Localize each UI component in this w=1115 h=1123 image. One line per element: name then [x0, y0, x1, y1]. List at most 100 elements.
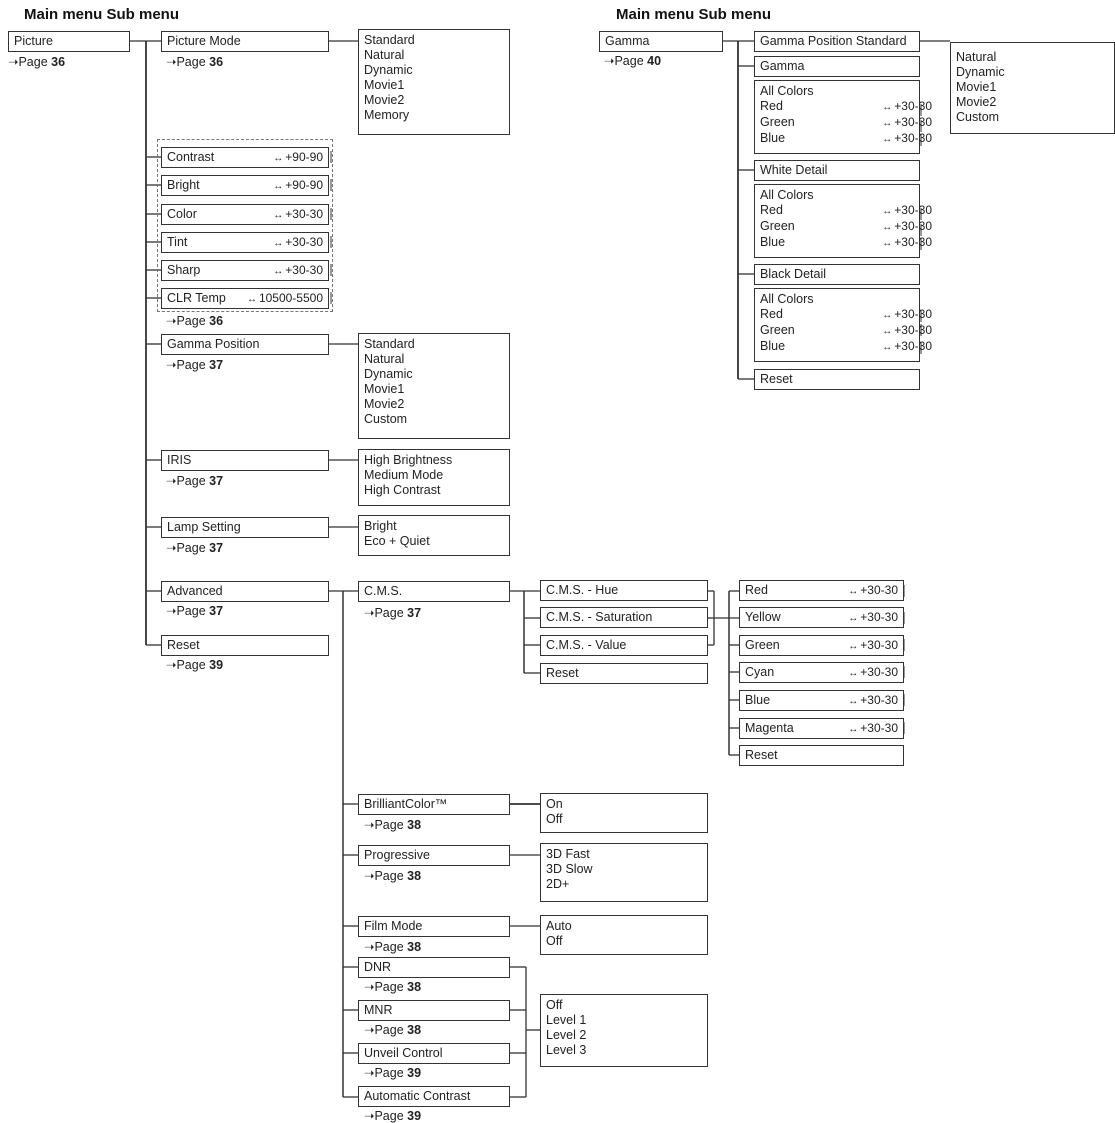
cms-color-item-green[interactable]: Green ↔+30-30	[739, 635, 904, 656]
picture-page-ref: ➝Page 36	[8, 55, 66, 69]
gamma-position-item[interactable]: Gamma Position	[161, 334, 329, 355]
adjustment-item-bright[interactable]: Bright ↔+90-90	[161, 175, 329, 196]
cms-reset-item[interactable]: Reset	[540, 663, 708, 684]
cms-color-item-yellow[interactable]: Yellow↔+30-30	[739, 607, 904, 628]
range-arrow-icon: ↔	[882, 118, 893, 129]
progressive-item[interactable]: Progressive	[358, 845, 510, 866]
param-range: ↔+30-30	[848, 610, 898, 624]
range-arrow-icon: ↔	[273, 266, 284, 277]
cms-saturation-item[interactable]: C.M.S. - Saturation	[540, 607, 708, 628]
adjustment-item-clr-temp[interactable]: CLR Temp↔10500-5500	[161, 288, 329, 309]
gamma-color-row[interactable]: Red↔+30-30	[760, 99, 932, 113]
lamp-setting-options: Bright Eco + Quiet	[358, 515, 510, 556]
dnr-item[interactable]: DNR	[358, 957, 510, 978]
range-arrow-icon: ↔	[848, 613, 859, 624]
cms-colors-reset-item[interactable]: Reset	[739, 745, 904, 766]
picture-reset-item[interactable]: Reset	[161, 635, 329, 656]
param-label: Red	[745, 583, 768, 597]
picture-mode-page-ref: ➝Page 36	[166, 55, 224, 69]
all-colors-label: All Colors	[760, 84, 814, 98]
param-label: CLR Temp	[167, 291, 226, 305]
gamma-position-standard-item[interactable]: Gamma Position Standard	[754, 31, 920, 52]
param-range: ↔+30-30	[848, 638, 898, 652]
picture-menu[interactable]: Picture	[8, 31, 130, 52]
range-arrow-icon: ↔	[848, 586, 859, 597]
gamma-color-row[interactable]: Green↔+30-30	[760, 219, 932, 233]
gamma-position-options: Standard Natural Dynamic Movie1 Movie2 C…	[358, 333, 510, 439]
gamma-section-white-detail[interactable]: White Detail	[754, 160, 920, 181]
adjustment-item-sharp[interactable]: Sharp↔+30-30	[161, 260, 329, 281]
advanced-item[interactable]: Advanced	[161, 581, 329, 602]
range-arrow-icon: ↔	[848, 696, 859, 707]
cms-color-item-blue[interactable]: Blue ↔+30-30	[739, 690, 904, 711]
param-range: ↔+30-30	[848, 665, 898, 679]
param-label: Blue	[745, 693, 771, 707]
film-mode-item[interactable]: Film Mode	[358, 916, 510, 937]
cms-color-item-cyan[interactable]: Cyan↔+30-30	[739, 662, 904, 683]
gamma-reset-item[interactable]: Reset	[754, 369, 920, 390]
gamma-color-row[interactable]: Blue↔+30-30	[760, 131, 932, 145]
gamma-section-gamma[interactable]: Gamma	[754, 56, 920, 77]
dnr-page-ref: ➝Page 38	[364, 980, 422, 994]
lamp-setting-page-ref: ➝Page 37	[166, 541, 224, 555]
brilliantcolor-options: On Off	[540, 793, 708, 833]
picture-reset-page-ref: ➝Page 39	[166, 658, 224, 672]
param-range: ↔+30-30	[273, 235, 323, 249]
gamma-position-standard-options: Natural Dynamic Movie1 Movie2 Custom	[950, 42, 1115, 134]
gamma-color-row[interactable]: Green↔+30-30	[760, 323, 932, 337]
cms-color-item-red[interactable]: Red↔+30-30	[739, 580, 904, 601]
cms-page-ref: ➝Page 37	[364, 606, 422, 620]
adjustment-group-outline	[157, 139, 333, 312]
range-arrow-icon: ↔	[882, 326, 893, 337]
gamma-color-row[interactable]: Green↔+30-30	[760, 115, 932, 129]
picture-mode-options: Standard Natural Dynamic Movie1 Movie2 M…	[358, 29, 510, 135]
cms-value-item[interactable]: C.M.S. - Value	[540, 635, 708, 656]
range-arrow-icon: ↔	[882, 310, 893, 321]
cms-color-item-magenta[interactable]: Magenta↔+30-30	[739, 718, 904, 739]
all-colors-label: All Colors	[760, 292, 814, 306]
gamma-menu[interactable]: Gamma	[599, 31, 723, 52]
range-arrow-icon: ↔	[246, 294, 257, 305]
iris-page-ref: ➝Page 37	[166, 474, 224, 488]
progressive-page-ref: ➝Page 38	[364, 869, 422, 883]
range-arrow-icon: ↔	[882, 222, 893, 233]
unveil-control-page-ref: ➝Page 39	[364, 1066, 422, 1080]
adjustment-item-tint[interactable]: Tint↔+30-30	[161, 232, 329, 253]
brilliantcolor-page-ref: ➝Page 38	[364, 818, 422, 832]
gamma-page-ref: ➝Page 40	[604, 54, 662, 68]
iris-item[interactable]: IRIS	[161, 450, 329, 471]
mnr-item[interactable]: MNR	[358, 1000, 510, 1021]
param-range: ↔+30-30	[273, 263, 323, 277]
adjustment-item-color[interactable]: Color↔+30-30	[161, 204, 329, 225]
cms-item[interactable]: C.M.S.	[358, 581, 510, 602]
film-mode-options: Auto Off	[540, 915, 708, 955]
gamma-section-black-detail[interactable]: Black Detail	[754, 264, 920, 285]
brilliantcolor-item[interactable]: BrilliantColor™	[358, 794, 510, 815]
cms-hue-item[interactable]: C.M.S. - Hue	[540, 580, 708, 601]
param-range: ↔+90-90	[273, 150, 323, 164]
range-arrow-icon: ↔	[848, 724, 859, 735]
adjustment-item-contrast[interactable]: Contrast↔+90-90	[161, 147, 329, 168]
iris-options: High Brightness Medium Mode High Contras…	[358, 449, 510, 506]
automatic-contrast-item[interactable]: Automatic Contrast	[358, 1086, 510, 1107]
range-arrow-icon: ↔	[882, 206, 893, 217]
gamma-color-row[interactable]: Red↔+30-30	[760, 203, 932, 217]
film-mode-page-ref: ➝Page 38	[364, 940, 422, 954]
param-label: Green	[745, 638, 780, 652]
advanced-page-ref: ➝Page 37	[166, 604, 224, 618]
range-arrow-icon: ↔	[882, 342, 893, 353]
param-range: ↔+30-30	[848, 693, 898, 707]
header-right: Main menu Sub menu	[616, 6, 772, 23]
gamma-color-row[interactable]: Blue↔+30-30	[760, 235, 932, 249]
param-label: Bright	[167, 178, 200, 192]
param-range: ↔+30-30	[848, 721, 898, 735]
gamma-color-row[interactable]: Blue↔+30-30	[760, 339, 932, 353]
picture-mode-item[interactable]: Picture Mode	[161, 31, 329, 52]
param-range: ↔+90-90	[273, 178, 323, 192]
unveil-control-item[interactable]: Unveil Control	[358, 1043, 510, 1064]
gamma-color-row[interactable]: Red↔+30-30	[760, 307, 932, 321]
lamp-setting-item[interactable]: Lamp Setting	[161, 517, 329, 538]
